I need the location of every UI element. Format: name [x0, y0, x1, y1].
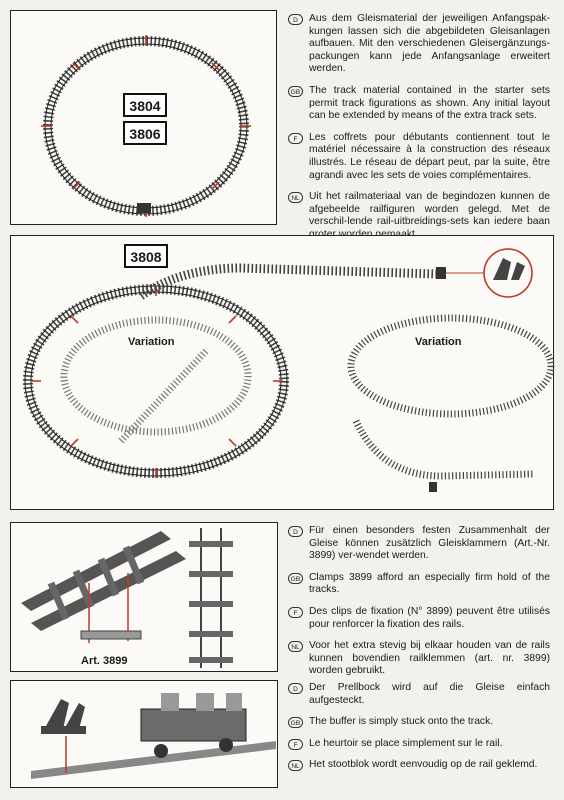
paragraph-gb: GB Clamps 3899 afford an especially firm …	[288, 572, 550, 597]
paragraph-f: F Des clips de fixation (N° 3899) peuvent…	[288, 606, 550, 631]
paragraph-d: D Der Prellbock wird auf die Gleise einfa…	[288, 682, 550, 707]
lang-badge: NL	[288, 192, 303, 204]
figure-buffer-stop	[10, 680, 278, 788]
lang-badge: GB	[288, 572, 303, 584]
lang-badge: NL	[288, 760, 303, 772]
freight-wagon-icon	[140, 693, 247, 758]
paragraph-text: Le heurtoir se place simplement sur le r…	[309, 737, 503, 749]
buffer-stop-icon	[41, 699, 86, 734]
paragraph-text: Der Prellbock wird auf die Gleise einfac…	[309, 682, 550, 706]
lang-badge: D	[288, 14, 303, 25]
paragraph-text: Voor het extra stevig bij elkaar houden …	[309, 640, 550, 677]
lang-badge: D	[288, 683, 303, 694]
paragraph-f: F Le heurtoir se place simplement sur le …	[288, 738, 550, 751]
clamp-drawing	[21, 528, 233, 668]
paragraph-d: D Für einen besonders festen Zusammenhalt…	[288, 525, 550, 563]
paragraph-text: Het stootblok wordt eenvoudig op de rail…	[309, 759, 538, 771]
variation-label: Variation	[415, 336, 462, 348]
text-section-clamps: D Für einen besonders festen Zusammenhalt…	[288, 525, 550, 687]
paragraph-text: Les coffrets pour débutants contiennent …	[309, 131, 550, 181]
paragraph-text: Uit het railmateriaal van de begindozen …	[309, 191, 550, 240]
layout-track-drawing	[23, 248, 555, 492]
paragraph-text: The buffer is simply stuck onto the trac…	[309, 716, 494, 728]
buffer-stop-icon	[137, 203, 151, 213]
paragraph-text: Für einen besonders festen Zusammenhalt …	[309, 525, 550, 562]
paragraph-nl: NL Het stootblok wordt eenvoudig op de ra…	[288, 759, 550, 772]
paragraph-f: F Les coffrets pour débutants contiennent…	[288, 132, 550, 182]
figure-clamp: Art. 3899	[10, 522, 278, 672]
lang-badge: GB	[288, 85, 303, 97]
text-section-starter-sets: D Aus dem Gleismaterial der jeweiligen An…	[288, 13, 550, 251]
text-section-buffer-stop: D Der Prellbock wird auf die Gleise einfa…	[288, 682, 550, 781]
paragraph-gb: GB The buffer is simply stuck onto the tr…	[288, 716, 550, 729]
variation-label: Variation	[128, 336, 175, 348]
paragraph-nl: NL Voor het extra stevig bij elkaar houde…	[288, 640, 550, 678]
lang-badge: D	[288, 526, 303, 537]
paragraph-text: The track material contained in the star…	[309, 84, 550, 122]
paragraph-nl: NL Uit het railmateriaal van de begindoze…	[288, 191, 550, 241]
lang-badge: F	[288, 738, 303, 750]
buffer-stop-icon	[493, 258, 525, 280]
model-label-3808: 3808	[124, 244, 168, 268]
model-label-3806: 3806	[123, 121, 167, 145]
model-label-3804: 3804	[123, 93, 167, 117]
paragraph-text: Des clips de fixation (N° 3899) peuvent …	[309, 605, 550, 630]
lang-badge: GB	[288, 717, 303, 729]
article-label: Art. 3899	[81, 655, 128, 667]
figure-3808-layout: 3808 Variation Variation	[10, 235, 555, 510]
buffer-stop-drawing	[31, 693, 276, 779]
paragraph-d: D Aus dem Gleismaterial der jeweiligen An…	[288, 13, 550, 76]
lang-badge: NL	[288, 641, 303, 653]
lang-badge: F	[288, 132, 303, 144]
lang-badge: F	[288, 606, 303, 618]
oval-track-drawing	[41, 35, 251, 217]
paragraph-gb: GB The track material contained in the st…	[288, 85, 550, 123]
paragraph-text: Aus dem Gleismaterial der jeweiligen Anf…	[309, 13, 550, 75]
paragraph-text: Clamps 3899 afford an especially firm ho…	[309, 571, 550, 596]
figure-oval-layout: 3804 3806	[10, 10, 277, 225]
